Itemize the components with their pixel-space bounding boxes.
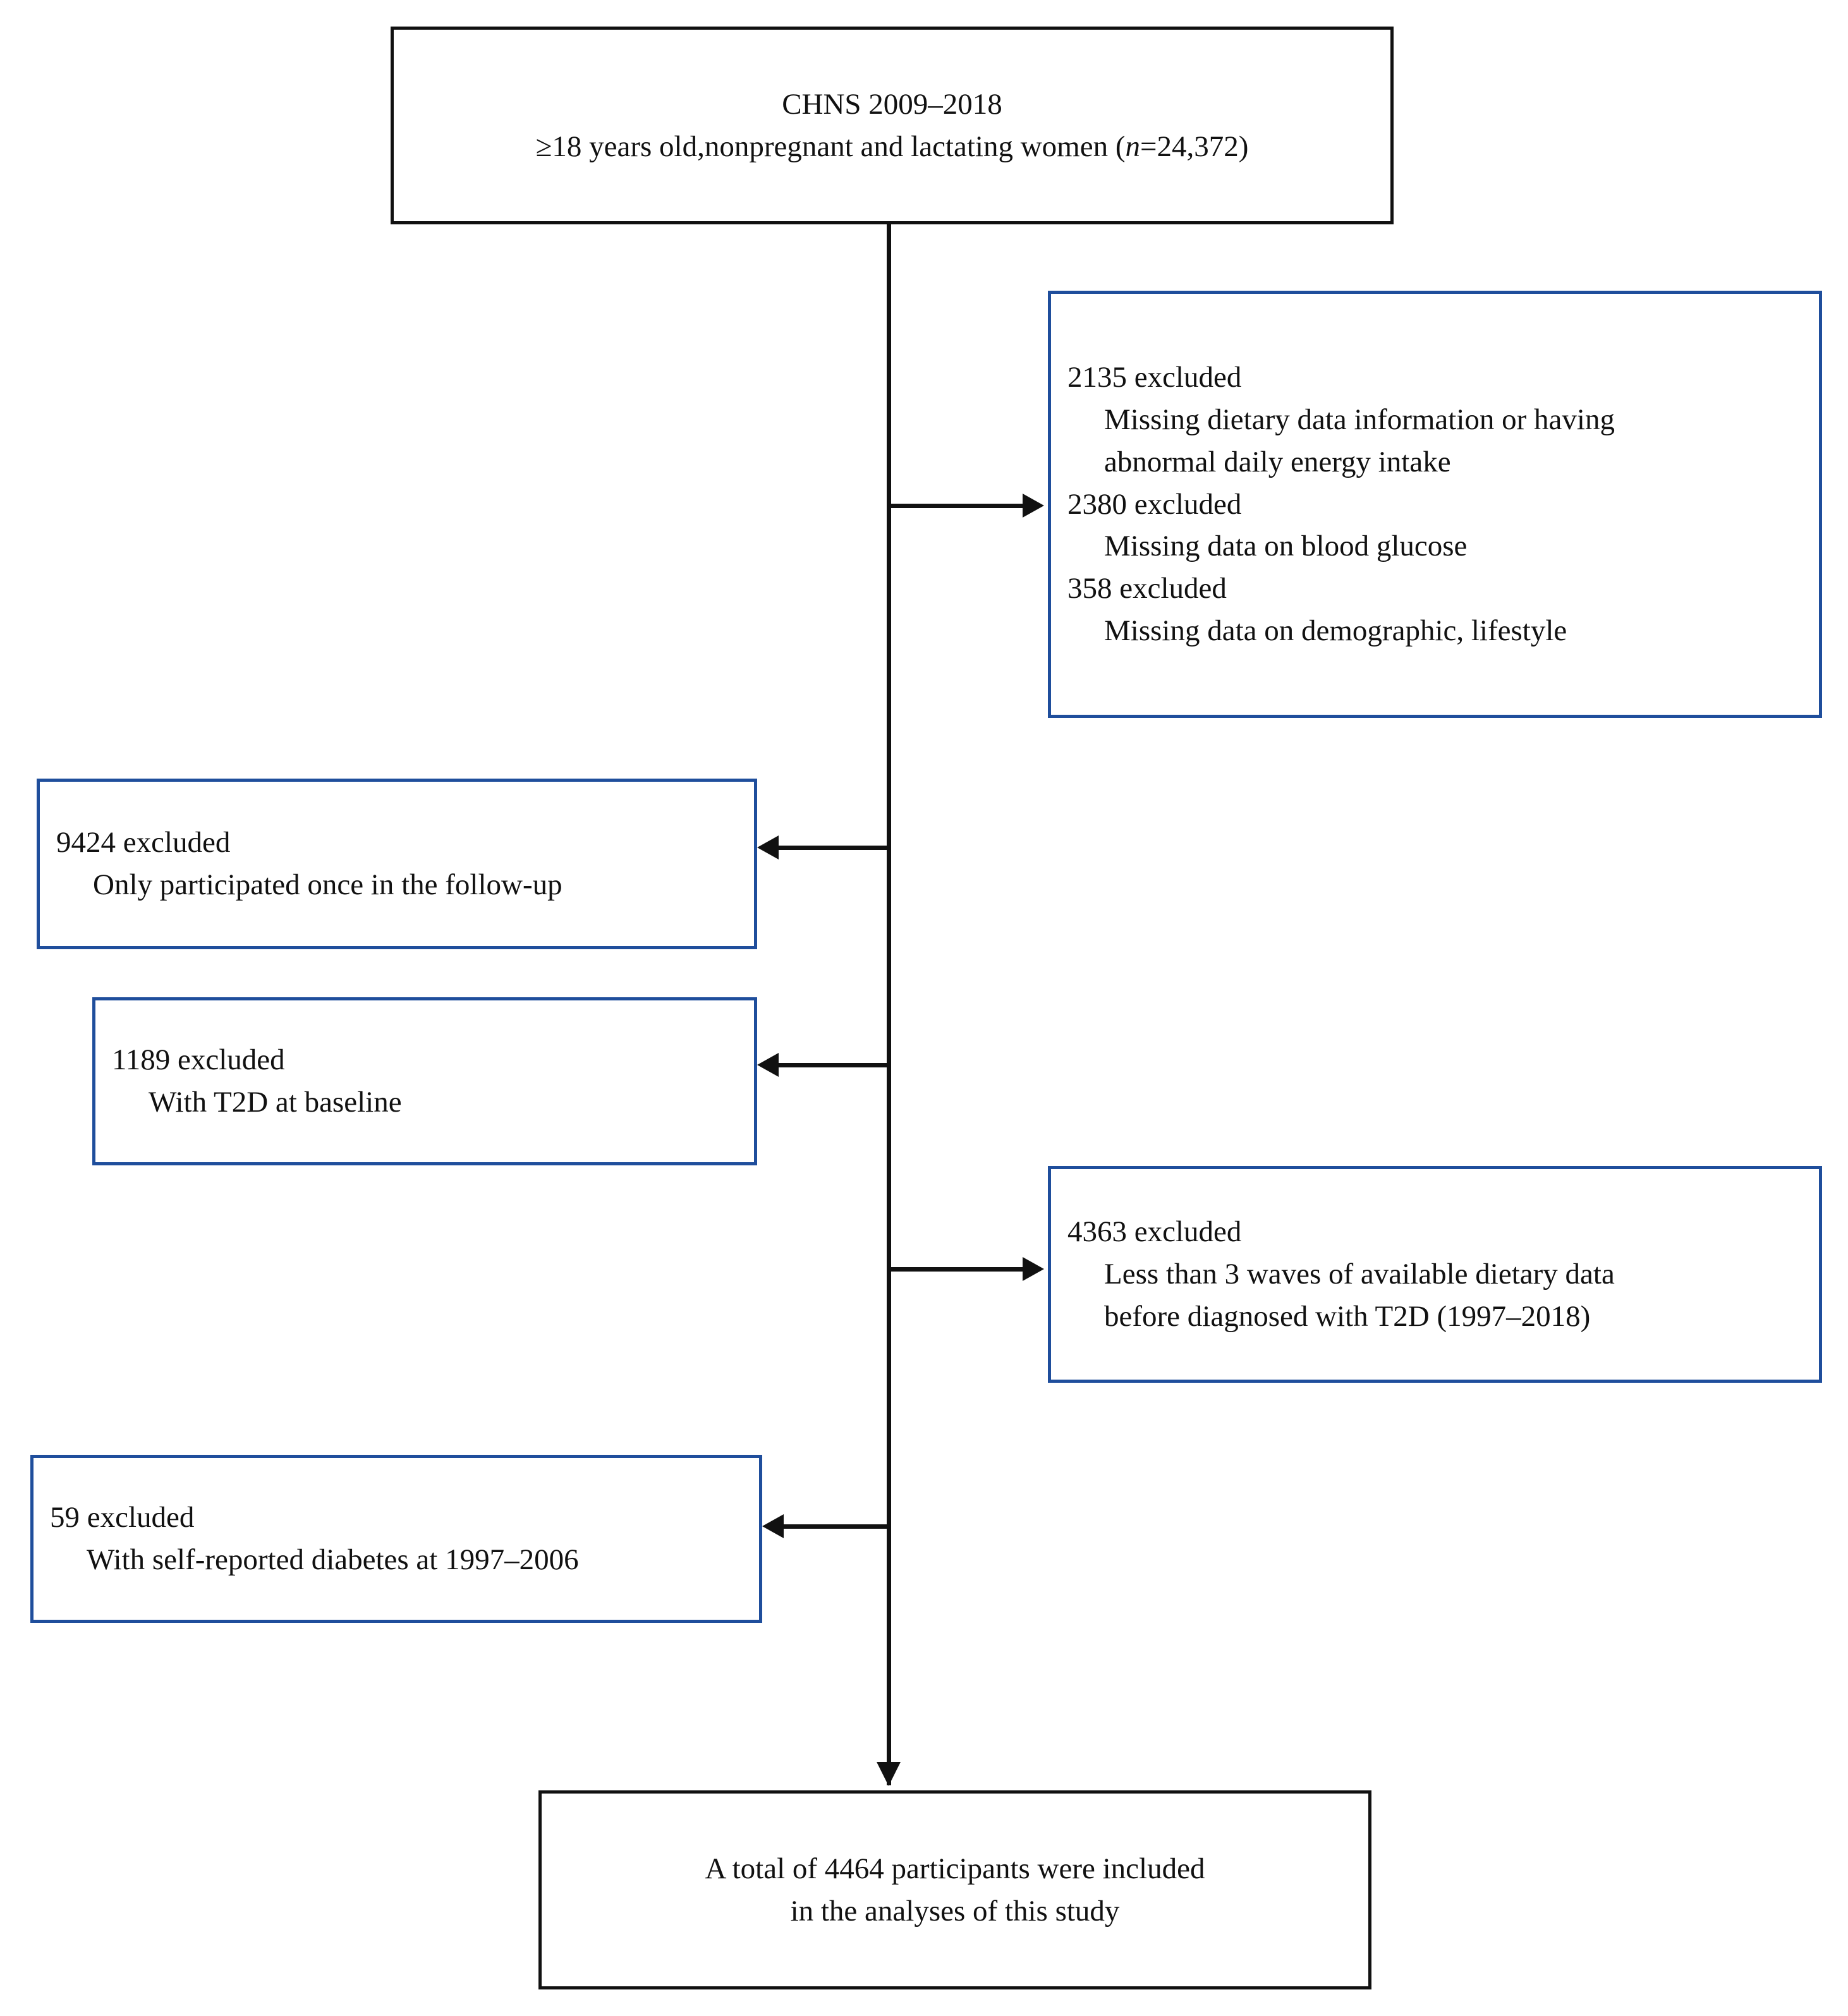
exclusion-right-2-line-2: Less than 3 waves of available dietary d… [1104,1258,1615,1291]
exclusion-right-1-line-4: 2380 excluded [1067,487,1242,521]
source-line-2-post: =24,372) [1140,130,1249,163]
exclusion-right-2-line-1: 4363 excluded [1067,1215,1242,1249]
exclusion-right-1-line-6: 358 excluded [1067,572,1227,605]
result-line-2: in the analyses of this study [790,1894,1120,1928]
exclusion-left-2-text: 1189 excluded With T2D at baseline [95,1039,754,1123]
exclusion-left-3-text: 59 excluded With self-reported diabetes … [33,1497,759,1581]
exclusion-right-1-line-7: Missing data on demographic, lifestyle [1104,614,1567,647]
arrowhead-right-exclusion-2 [1023,1257,1044,1281]
source-population-box: CHNS 2009–2018 ≥18 years old,nonpregnant… [391,27,1394,224]
exclusion-left-2-line-2: With T2D at baseline [149,1086,402,1119]
connector-to-right-exclusion-2 [887,1267,1024,1272]
exclusion-right-1-line-3: abnormal daily energy intake [1104,445,1451,478]
exclusion-left-1-line-1: 9424 excluded [56,826,231,859]
result-box: A total of 4464 participants were includ… [538,1790,1371,1989]
connector-to-left-exclusion-3 [784,1524,891,1529]
exclusion-right-1-line-1: 2135 excluded [1067,361,1242,394]
exclusion-left-3-line-2: With self-reported diabetes at 1997–2006 [87,1543,579,1576]
arrowhead-left-exclusion-3 [762,1514,784,1538]
exclusion-box-left-3: 59 excluded With self-reported diabetes … [30,1455,762,1623]
exclusion-right-2-line-3: before diagnosed with T2D (1997–2018) [1104,1299,1591,1333]
source-population-text: CHNS 2009–2018 ≥18 years old,nonpregnant… [394,83,1390,167]
arrowhead-left-exclusion-2 [757,1053,779,1077]
source-line-1: CHNS 2009–2018 [782,87,1002,121]
exclusion-left-2-line-1: 1189 excluded [112,1043,285,1077]
arrowhead-down-to-result [877,1762,901,1786]
exclusion-box-left-1: 9424 excluded Only participated once in … [37,779,757,949]
connector-to-left-exclusion-1 [779,846,891,850]
connector-to-left-exclusion-2 [779,1063,891,1067]
exclusion-left-3-line-1: 59 excluded [50,1501,195,1534]
exclusion-left-1-text: 9424 excluded Only participated once in … [40,822,754,906]
exclusion-right-1-line-2: Missing dietary data information or havi… [1104,403,1615,437]
source-line-2-pre: ≥18 years old,nonpregnant and lactating … [535,130,1126,163]
exclusion-left-1-line-2: Only participated once in the follow-up [93,868,562,901]
exclusion-right-1-line-5: Missing data on blood glucose [1104,530,1468,563]
source-line-2: ≥18 years old,nonpregnant and lactating … [410,126,1374,168]
source-line-2-italic-n: n [1125,130,1140,163]
exclusion-box-left-2: 1189 excluded With T2D at baseline [92,997,757,1165]
exclusion-box-right-2: 4363 excluded Less than 3 waves of avail… [1048,1166,1822,1383]
result-line-1: A total of 4464 participants were includ… [705,1852,1205,1885]
exclusion-box-right-1: 2135 excluded Missing dietary data infor… [1048,291,1822,718]
result-text: A total of 4464 participants were includ… [542,1848,1368,1932]
exclusion-right-2-text: 4363 excluded Less than 3 waves of avail… [1051,1211,1819,1337]
arrowhead-right-exclusion-1 [1023,494,1044,518]
connector-to-right-exclusion-1 [887,504,1024,508]
exclusion-right-1-text: 2135 excluded Missing dietary data infor… [1051,356,1819,652]
main-spine-segment-top [887,224,891,1785]
arrowhead-left-exclusion-1 [757,835,779,859]
